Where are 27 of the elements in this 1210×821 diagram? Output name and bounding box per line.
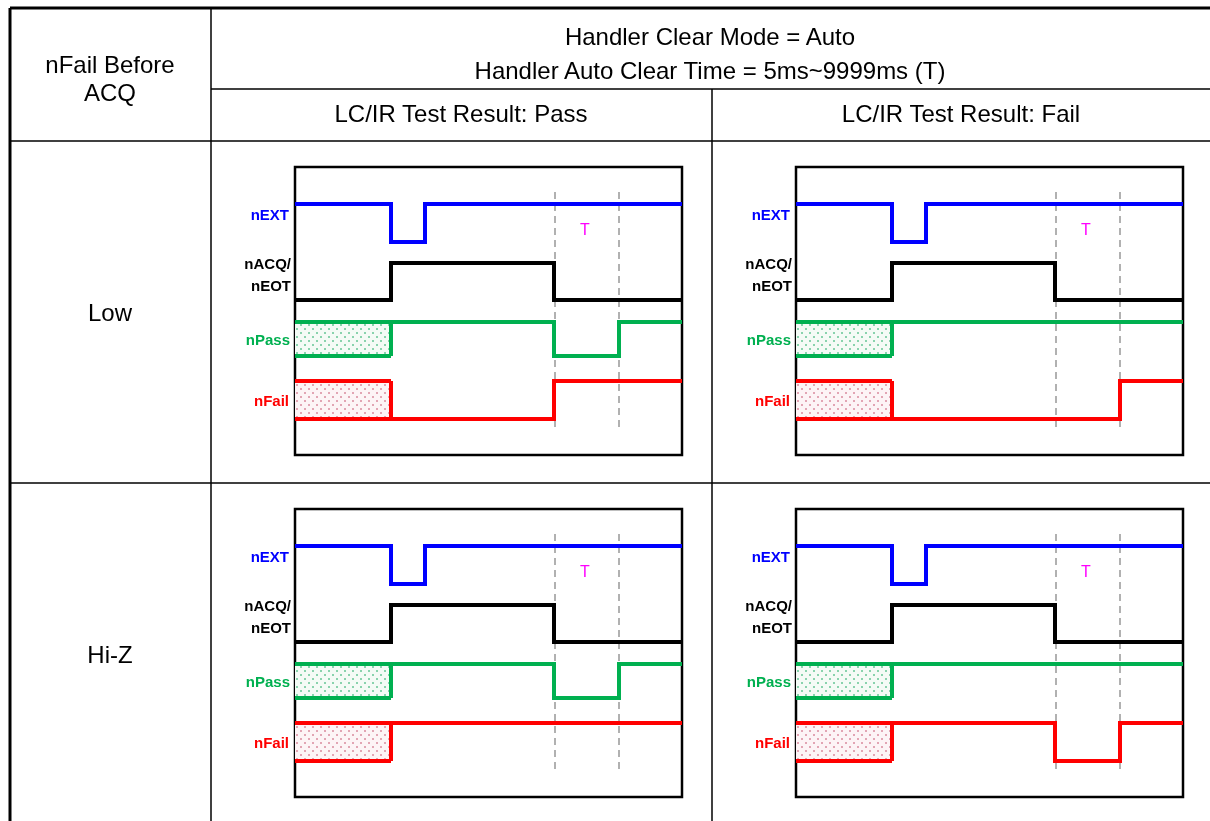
time-label: T (1081, 562, 1091, 582)
signal-label: nFail (755, 734, 790, 752)
signal-label: nEXT (250, 548, 289, 566)
signal-label: nEXT (250, 206, 289, 224)
row-header: Low (88, 299, 132, 327)
column-header: Handler Auto Clear Time = 5ms~9999ms (T) (474, 57, 946, 85)
row-header: Hi-Z (87, 641, 133, 669)
time-label: T (580, 562, 590, 582)
time-label: T (580, 220, 590, 240)
signal-label: nFail (755, 392, 790, 410)
column-header: nFail Before ACQ (44, 51, 176, 107)
signal-label: nACQ/ nEOT (745, 254, 792, 296)
column-header: Handler Clear Mode = Auto (564, 23, 856, 51)
signal-label: nACQ/ nEOT (244, 254, 291, 296)
column-header: LC/IR Test Result: Pass (334, 100, 588, 128)
signal-label: nEXT (751, 548, 790, 566)
signal-label: nPass (746, 331, 791, 349)
signal-label: nFail (254, 392, 289, 410)
time-label: T (1081, 220, 1091, 240)
signal-label: nPass (245, 673, 290, 691)
signal-label: nFail (254, 734, 289, 752)
signal-label: nEXT (751, 206, 790, 224)
column-header: LC/IR Test Result: Fail (841, 100, 1081, 128)
signal-label: nACQ/ nEOT (745, 596, 792, 638)
signal-label: nACQ/ nEOT (244, 596, 291, 638)
signal-label: nPass (746, 673, 791, 691)
signal-label: nPass (245, 331, 290, 349)
